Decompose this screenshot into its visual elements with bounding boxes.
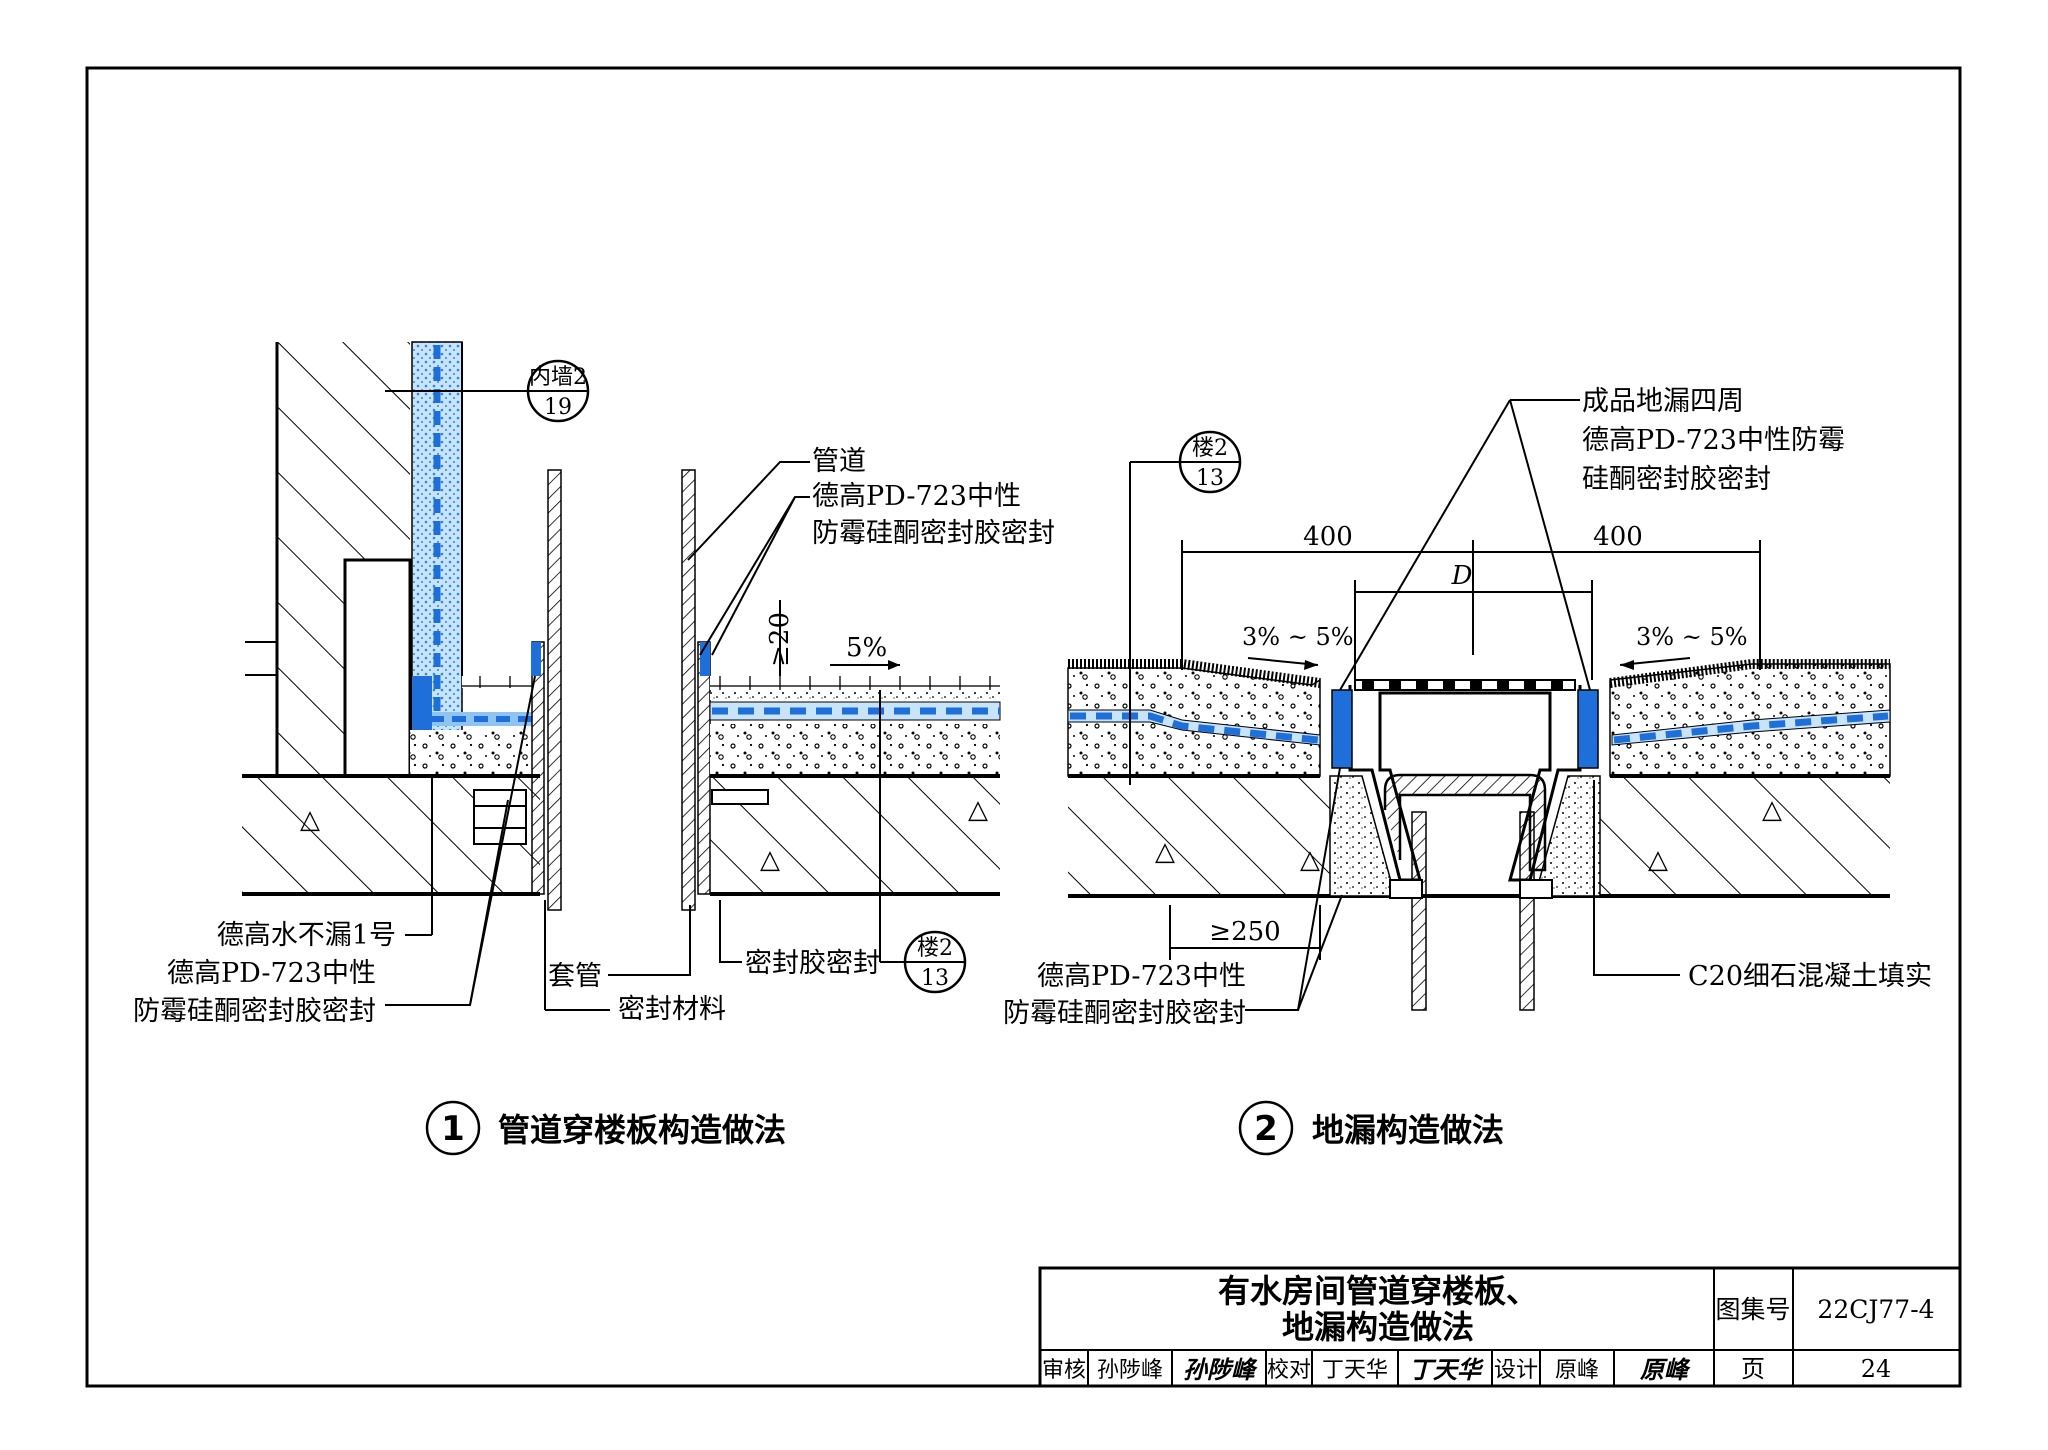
dim-400-left: 400 — [1303, 522, 1353, 552]
slope-right: 3% ~ 5% — [1636, 623, 1748, 651]
label-drain-1: 成品地漏四周 — [1582, 386, 1744, 417]
floor-tiles-right — [710, 676, 1000, 690]
ref-floor-2-top: 楼2 — [1192, 436, 1228, 461]
atlas-value: 22CJ77-4 — [1817, 1295, 1934, 1324]
svg-text:△: △ — [968, 795, 988, 825]
label-waterproof: 德高水不漏1号 — [217, 920, 396, 951]
check-name: 丁天华 — [1322, 1358, 1388, 1383]
detail-2-section: △ △ △ △ 400 400 D 3% ~ 5% 3 — [1003, 386, 1932, 1156]
detail-2-caption: 地漏构造做法 — [1312, 1111, 1504, 1149]
sleeve-right — [697, 641, 711, 895]
drain-grate-slots — [1362, 681, 1563, 689]
grate-slot — [1497, 681, 1509, 689]
grate-slot — [1551, 681, 1563, 689]
ref-floor-2-bottom: 13 — [1196, 466, 1224, 491]
label-sealant-2: 防霉硅酮密封胶密封 — [812, 518, 1055, 549]
label-drain-sealant-2: 防霉硅酮密封胶密封 — [1003, 998, 1246, 1029]
svg-text:△: △ — [300, 805, 320, 835]
grate-slot — [1443, 681, 1455, 689]
grate-slot — [1470, 681, 1482, 689]
floor-tiles-left — [462, 676, 532, 688]
label-drain-2: 德高PD-723中性防霉 — [1582, 425, 1845, 456]
floor-gravel-right — [710, 724, 1000, 774]
title-block: 有水房间管道穿楼板、 地漏构造做法 图集号 22CJ77-4 页 24 审核 孙… — [1038, 1266, 1962, 1388]
design-label: 设计 — [1494, 1358, 1538, 1383]
label-sealant-1: 德高PD-723中性 — [812, 481, 1021, 512]
design-name: 原峰 — [1555, 1358, 1599, 1383]
label-sealant-seal: 密封胶密封 — [745, 948, 880, 979]
drain-pipe-left-wall — [1411, 811, 1427, 1011]
svg-text:△: △ — [1762, 795, 1782, 825]
check-label: 校对 — [1267, 1358, 1311, 1383]
sheet-border — [85, 66, 1962, 1388]
dim-d: D — [1451, 561, 1473, 591]
svg-text:△: △ — [760, 845, 780, 875]
page-value: 24 — [1861, 1355, 1892, 1383]
detail-1-number: 1 — [441, 1109, 465, 1149]
ref-floor-1-top: 楼2 — [917, 936, 953, 961]
label-seal-material: 密封材料 — [618, 994, 726, 1025]
label-left-sealant-2: 防霉硅酮密封胶密封 — [133, 996, 376, 1027]
slope-5: 5% — [846, 633, 887, 663]
ref-wall-bottom: 19 — [544, 395, 572, 420]
svg-text:△: △ — [1300, 845, 1320, 875]
label-pipe: 管道 — [812, 446, 866, 477]
detail-2-number: 2 — [1254, 1109, 1278, 1149]
label-left-sealant-1: 德高PD-723中性 — [167, 958, 376, 989]
slope-left: 3% ~ 5% — [1242, 623, 1354, 651]
label-drain-sealant-1: 德高PD-723中性 — [1037, 961, 1246, 992]
drain-slab-right — [1600, 778, 1890, 896]
pipe-left — [547, 469, 562, 911]
detail-1-section: △ △ △ ≥20 5% 内墙2 19 — [133, 341, 1055, 1156]
grate-slot — [1524, 681, 1536, 689]
detail-2-number-circle — [1238, 1100, 1294, 1156]
detail-1-number-circle — [425, 1100, 481, 1156]
ref-floor-1-bottom: 13 — [921, 966, 949, 991]
pipe-right — [681, 469, 696, 911]
atlas-label: 图集号 — [1715, 1295, 1790, 1324]
label-drain-3: 硅酮密封胶密封 — [1582, 464, 1771, 495]
review-name: 孙陟峰 — [1097, 1358, 1163, 1383]
dim-min-20: ≥20 — [765, 612, 795, 667]
grate-slot — [1389, 681, 1401, 689]
design-signature: 原峰 — [1640, 1355, 1691, 1384]
label-c20: C20细石混凝土填实 — [1688, 961, 1932, 992]
title-line-1: 有水房间管道穿楼板、 — [1218, 1272, 1538, 1310]
review-label: 审核 — [1042, 1358, 1086, 1383]
drain-pipe-right-wall — [1519, 811, 1535, 1011]
drain-slab-left — [1068, 778, 1330, 896]
title-line-2: 地漏构造做法 — [1282, 1308, 1474, 1346]
check-signature: 丁天华 — [1409, 1355, 1484, 1384]
drain-grate — [1354, 679, 1576, 691]
ref-wall-top: 内墙2 — [529, 365, 587, 390]
review-signature: 孙陟峰 — [1183, 1355, 1258, 1384]
grate-slot — [1362, 681, 1374, 689]
drain-trap — [1383, 773, 1547, 872]
label-sleeve: 套管 — [548, 961, 602, 992]
dim-min-250: ≥250 — [1209, 917, 1280, 947]
page-label: 页 — [1741, 1355, 1765, 1383]
floor-gravel-left — [410, 730, 532, 776]
grate-slot — [1416, 681, 1428, 689]
dim-400-right: 400 — [1593, 522, 1643, 552]
svg-text:△: △ — [1648, 845, 1668, 875]
svg-text:△: △ — [1155, 837, 1175, 867]
detail-1-caption: 管道穿楼板构造做法 — [498, 1111, 786, 1149]
